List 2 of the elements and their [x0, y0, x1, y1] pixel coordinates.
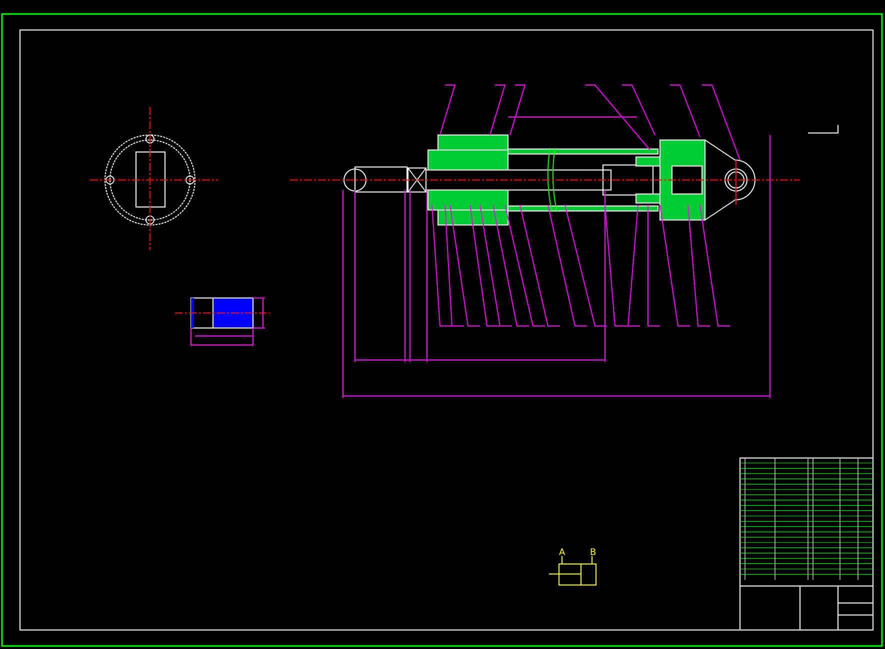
port-label: A	[559, 548, 566, 558]
port-label: B	[590, 548, 596, 558]
